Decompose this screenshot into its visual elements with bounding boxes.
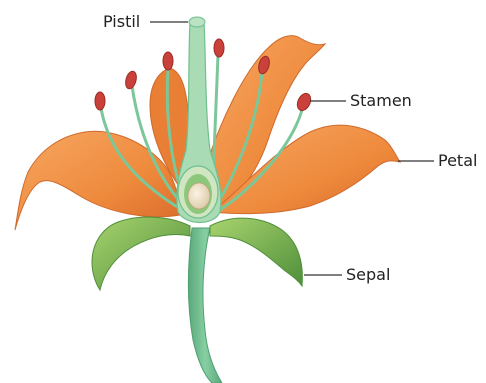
anther-4 [214, 39, 224, 57]
petal-left [15, 131, 180, 230]
pistil-label: Pistil [103, 14, 140, 30]
pistil-stigma [189, 17, 205, 27]
petal-label: Petal [438, 153, 477, 169]
sepal-label: Sepal [346, 267, 390, 283]
anther-2 [124, 70, 138, 90]
anther-3 [163, 52, 173, 70]
stamen-label: Stamen [350, 93, 412, 109]
ovule [188, 183, 210, 209]
anther-1 [95, 92, 105, 110]
sepal-right [210, 218, 302, 286]
stem [188, 228, 222, 383]
sepal-left [92, 217, 190, 290]
anther-6 [295, 91, 313, 112]
